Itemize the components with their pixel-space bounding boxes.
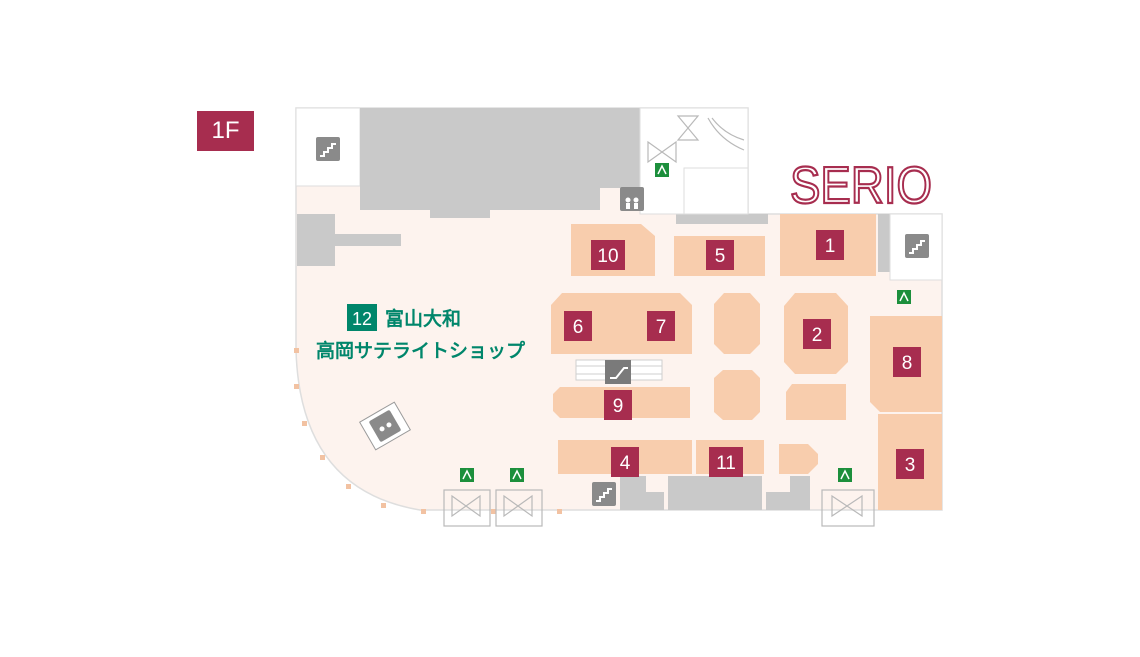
shop-badge-4 <box>611 447 639 477</box>
door-icon <box>443 489 491 527</box>
back-area-right-top <box>620 108 640 188</box>
door-icon <box>495 489 543 527</box>
shop-badge-8 <box>893 347 921 377</box>
block-center-mid <box>714 370 760 420</box>
entrance-inner <box>683 167 749 215</box>
shop-badge-1 <box>816 230 844 260</box>
escalator-icon <box>605 360 631 384</box>
shop-badge-11 <box>709 447 743 477</box>
bottom-back-1 <box>620 476 664 510</box>
back-area-left-bar <box>335 234 401 246</box>
back-area-top <box>360 108 645 218</box>
anchor-shop-number: 12 <box>352 309 372 329</box>
block-small-right <box>779 444 818 474</box>
shop-badge-9 <box>604 390 632 420</box>
anchor-shop-name-line2: 高岡サテライトショップ <box>316 339 526 362</box>
shop-number-3: 3 <box>905 455 916 476</box>
shop-number-7: 7 <box>656 317 667 338</box>
back-area-right-col <box>878 214 890 272</box>
shop-badge-10 <box>591 240 625 270</box>
shop-number-6: 6 <box>573 317 584 338</box>
bottom-back-3 <box>766 476 810 510</box>
anchor-shop-name-line1: 富山大和 <box>385 307 461 330</box>
block-right-mid <box>786 384 846 420</box>
back-area-upper-right <box>676 214 768 224</box>
shop-badge-2 <box>803 319 831 349</box>
brand-logo: SERIO <box>790 157 932 215</box>
escalator-area <box>575 359 663 384</box>
shop-number-9: 9 <box>613 396 624 417</box>
block-center-top <box>714 293 760 354</box>
shop-number-5: 5 <box>715 246 726 267</box>
door-icon <box>821 489 875 527</box>
shop-number-11: 11 <box>716 453 736 474</box>
stairs-icon-3 <box>592 482 616 506</box>
shop-number-1: 1 <box>825 236 836 257</box>
shop-badges: 1 2 3 4 5 6 7 8 9 10 11 <box>564 230 924 479</box>
shop-badge-6 <box>564 311 592 341</box>
bottom-back-2 <box>668 476 762 510</box>
elevator-icon-2 <box>358 401 412 451</box>
stairs-icon-2 <box>905 234 929 258</box>
shop-number-8: 8 <box>902 353 913 374</box>
shop-badge-3 <box>896 449 924 479</box>
pillar-dots <box>294 348 562 514</box>
stairs-icon-1 <box>316 137 340 161</box>
shop-number-10: 10 <box>597 246 618 267</box>
floor-label: 1F <box>197 111 254 151</box>
shop-badge-5 <box>706 240 734 270</box>
elevator-icon-1 <box>620 187 644 211</box>
back-area-left <box>297 214 335 266</box>
anchor-shop-badge <box>347 304 377 331</box>
door-icons <box>443 115 875 527</box>
shop-badge-7 <box>647 311 675 341</box>
shop-number-4: 4 <box>620 453 631 474</box>
shop-number-2: 2 <box>812 325 823 346</box>
